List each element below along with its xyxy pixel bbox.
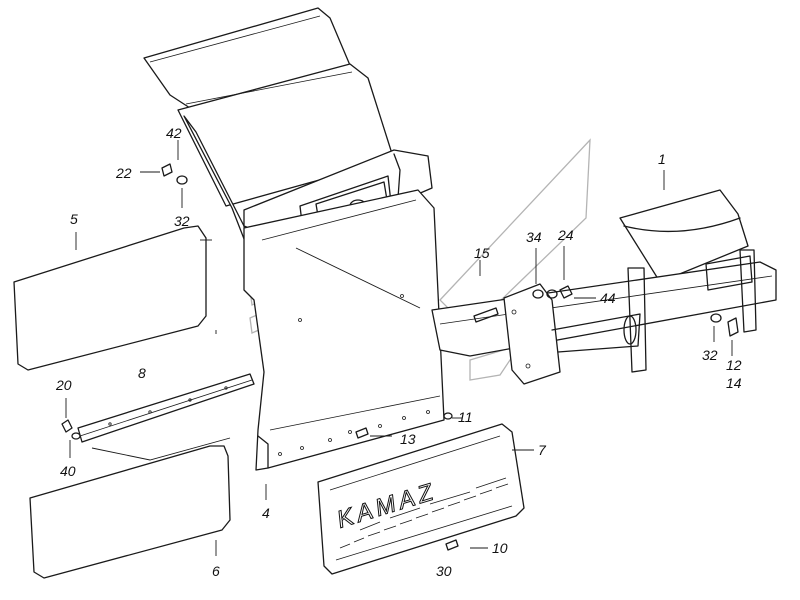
label-13: 13 (400, 431, 416, 447)
side-panel-upper (13, 225, 207, 371)
label-32-right: 32 (702, 347, 718, 363)
label-22: 22 (115, 165, 132, 181)
label-30: 30 (436, 563, 452, 579)
bolt-10 (445, 539, 459, 551)
mud-flap: KAMAZ (317, 423, 525, 575)
label-14: 14 (726, 375, 742, 391)
label-20: 20 (55, 377, 72, 393)
label-6: 6 (212, 563, 220, 579)
side-panel-lower (29, 445, 231, 579)
label-12: 12 (726, 357, 742, 373)
bolt-12 (727, 317, 739, 337)
bolt-15 (473, 307, 499, 323)
washer-32 (176, 175, 188, 185)
support-bracket (431, 189, 777, 385)
label-8: 8 (138, 365, 146, 381)
rear-panel (243, 189, 445, 471)
support-beam (431, 261, 777, 357)
label-42: 42 (166, 125, 182, 141)
label-32-left: 32 (174, 213, 190, 229)
label-34: 34 (526, 229, 542, 245)
label-11: 11 (458, 409, 473, 425)
fasteners (61, 163, 739, 551)
label-15: 15 (474, 245, 490, 261)
label-24: 24 (557, 227, 574, 243)
washer-34 (532, 289, 544, 299)
mounting-plate (503, 283, 561, 385)
washer-32-right (710, 313, 722, 323)
nut-44 (559, 285, 573, 299)
bracket-curved-plate (619, 189, 749, 283)
label-5: 5 (70, 211, 78, 227)
label-40: 40 (60, 463, 76, 479)
label-7: 7 (538, 442, 547, 458)
bracket-leg-left (627, 267, 647, 373)
bracket-leg-right (739, 249, 757, 333)
fender-assembly (143, 7, 445, 471)
label-44: 44 (600, 290, 616, 306)
nut-22 (161, 163, 173, 177)
leader-lines (65, 140, 733, 556)
bolt-13 (355, 427, 369, 439)
label-10: 10 (492, 540, 508, 556)
part-labels: 1 5 4 6 7 8 10 11 12 13 14 15 20 22 24 3… (55, 125, 742, 579)
nut-20 (61, 419, 73, 433)
washer-24 (546, 289, 558, 299)
washer-40 (71, 432, 81, 440)
label-1: 1 (658, 151, 666, 167)
mounting-rail (77, 373, 255, 443)
washer-11 (443, 412, 453, 420)
label-4: 4 (262, 505, 270, 521)
